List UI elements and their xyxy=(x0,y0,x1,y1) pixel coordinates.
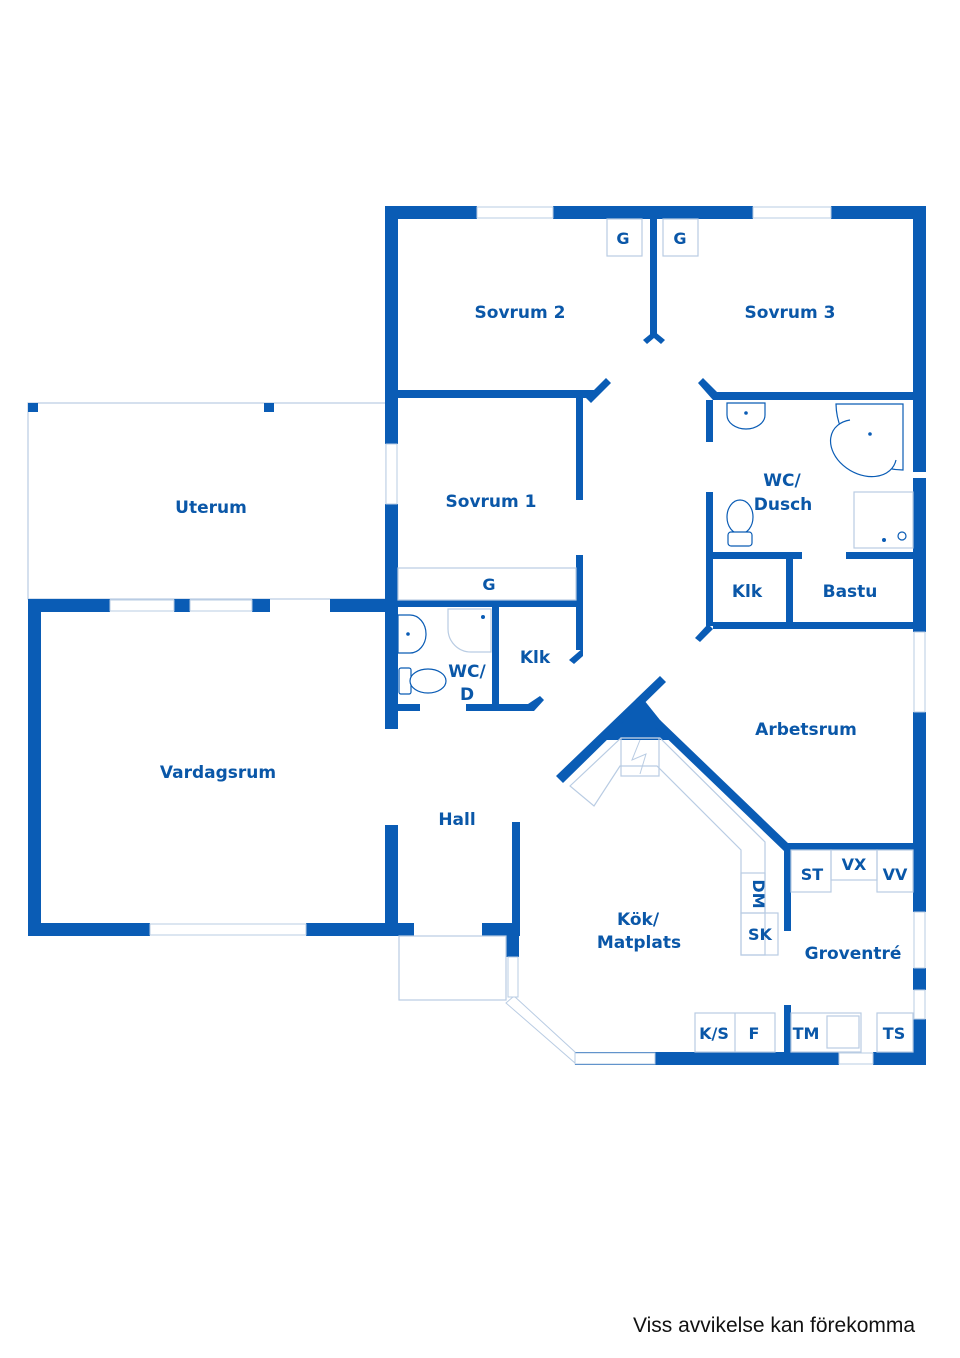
fixture-label-g1: G xyxy=(616,229,629,248)
room-label-wc-dusch-line2: Dusch xyxy=(754,495,813,515)
bathroom-fixtures xyxy=(397,402,914,695)
entry-step xyxy=(398,935,507,1001)
room-label-klk-right: Klk xyxy=(732,582,763,602)
room-label-sovrum3: Sovrum 3 xyxy=(745,303,836,323)
fixture-label-ks: K/S xyxy=(699,1024,729,1043)
outer-walls xyxy=(28,206,926,1065)
fixture-label-st: ST xyxy=(801,865,824,884)
room-label-sovrum2: Sovrum 2 xyxy=(475,303,566,323)
room-label-wc-d-line1: WC/ xyxy=(448,662,486,682)
room-label-wc-d-line2: D xyxy=(460,685,474,705)
fixture-label-dm: DM xyxy=(749,879,768,908)
room-label-bastu: Bastu xyxy=(823,582,878,602)
room-label-arbetsrum: Arbetsrum xyxy=(755,720,857,740)
disclaimer-text: Viss avvikelse kan förekomma xyxy=(633,1314,916,1337)
kitchen-counters xyxy=(569,737,914,1053)
room-label-wc-dusch-line1: WC/ xyxy=(763,471,801,491)
fixture-label-tm: TM xyxy=(793,1024,820,1043)
room-label-hall: Hall xyxy=(438,810,475,830)
fixture-label-vv: VV xyxy=(883,865,908,884)
room-label-sovrum1: Sovrum 1 xyxy=(446,492,537,512)
room-label-uterum: Uterum xyxy=(175,498,247,518)
room-label-kok-line1: Kök/ xyxy=(617,910,660,930)
fixture-label-g3: G xyxy=(482,575,495,594)
windows xyxy=(109,206,926,1065)
fixture-label-sk: SK xyxy=(748,925,773,944)
fixture-label-ts: TS xyxy=(883,1024,905,1043)
room-label-kok-line2: Matplats xyxy=(597,933,681,953)
fixture-label-g2: G xyxy=(673,229,686,248)
wardrobes xyxy=(397,218,699,601)
interior-walls xyxy=(398,219,913,1055)
room-label-groventre: Groventré xyxy=(805,944,902,964)
room-label-klk-left: Klk xyxy=(520,648,551,668)
fixture-label-f: F xyxy=(749,1024,760,1043)
room-label-vardagsrum: Vardagsrum xyxy=(160,763,276,783)
fixture-label-vx: VX xyxy=(842,855,867,874)
